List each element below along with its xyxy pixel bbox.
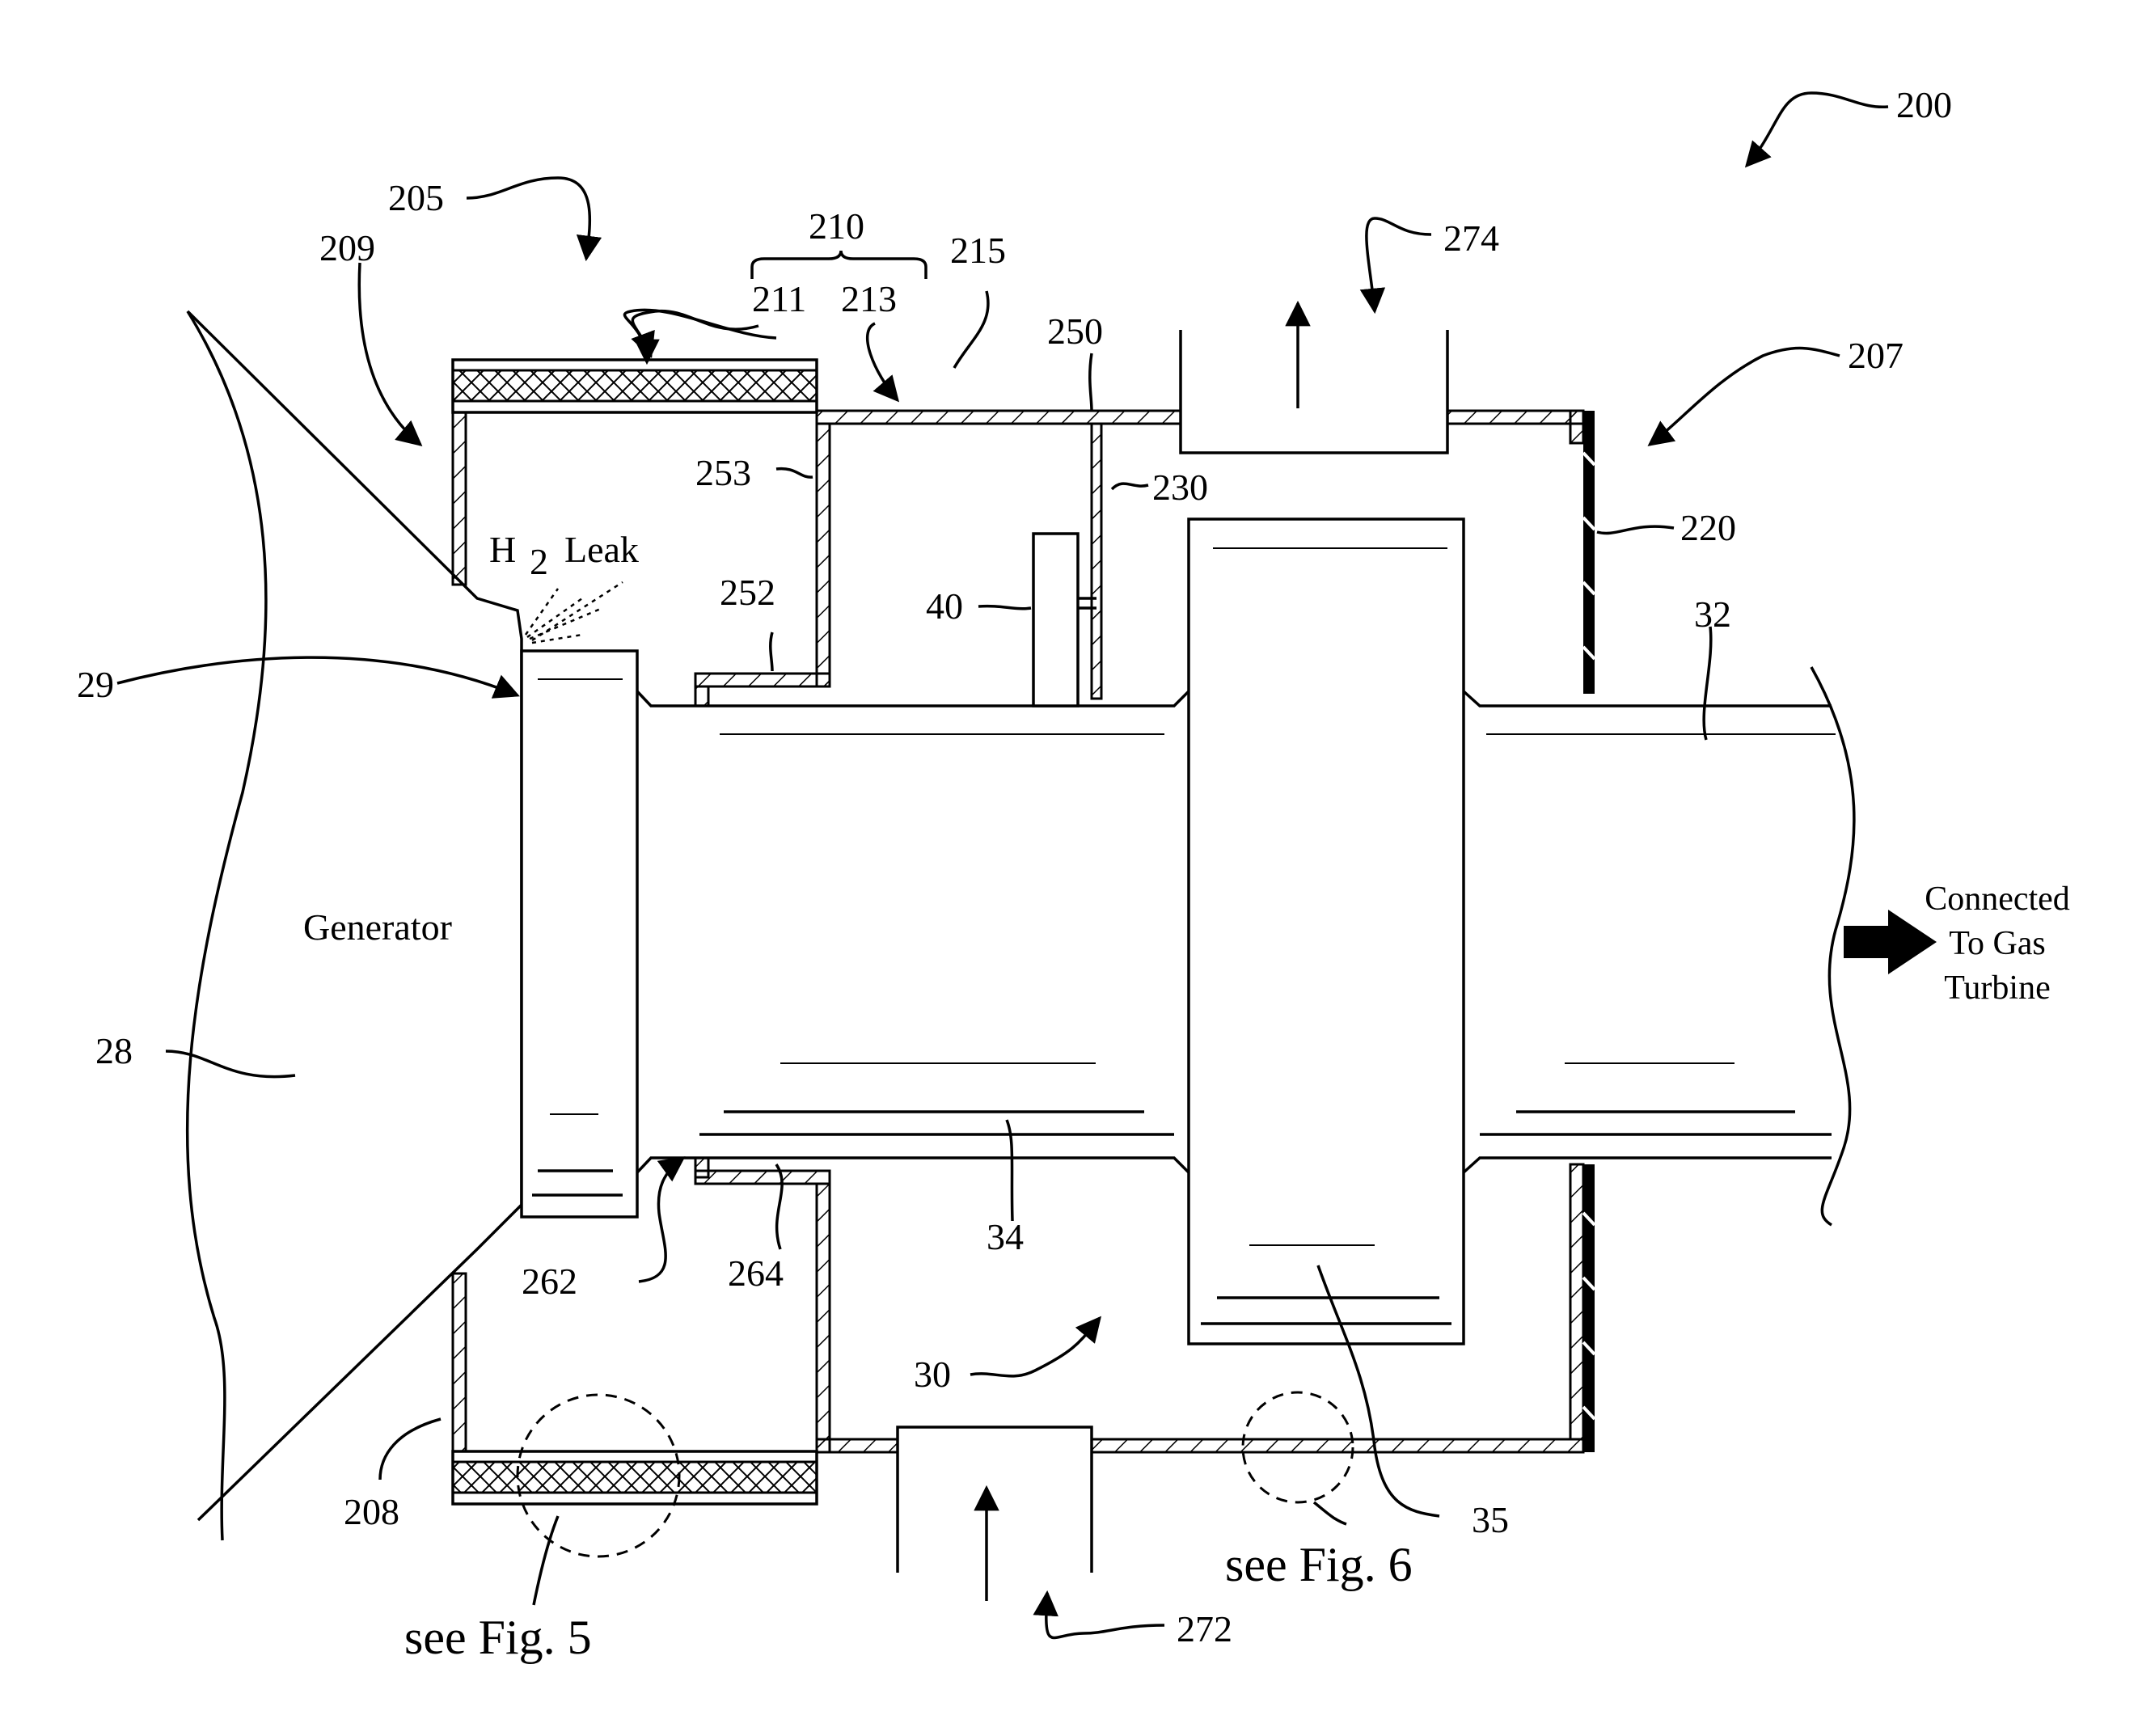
leak-dashes: [526, 582, 623, 643]
label-205: 205: [388, 177, 444, 218]
label-230: 230: [1152, 467, 1208, 508]
label-215: 215: [950, 230, 1006, 271]
label-200: 200: [1896, 84, 1952, 125]
leader-lines: [117, 93, 1888, 1638]
label-220: 220: [1680, 507, 1736, 548]
connected-line2: To Gas: [1949, 925, 2046, 962]
label-262: 262: [522, 1261, 577, 1302]
label-30: 30: [914, 1354, 951, 1395]
label-29: 29: [77, 664, 114, 705]
flange-29: [522, 651, 637, 1217]
label-274: 274: [1443, 218, 1499, 259]
probe-40: [1033, 534, 1096, 706]
label-208: 208: [344, 1491, 399, 1532]
leak-label: Leak: [564, 529, 639, 570]
label-264: 264: [728, 1252, 784, 1294]
label-250: 250: [1047, 310, 1103, 352]
h2-subscript: 2: [530, 541, 548, 582]
label-28: 28: [95, 1030, 133, 1071]
label-211: 211: [752, 278, 806, 319]
label-207: 207: [1848, 335, 1903, 376]
generator-label: Generator: [303, 906, 452, 948]
brace-210: [752, 251, 926, 279]
h2-label: H: [489, 529, 516, 570]
label-213: 213: [841, 278, 897, 319]
see-fig6-label: see Fig. 6: [1225, 1538, 1413, 1591]
connected-line1: Connected: [1925, 881, 2070, 918]
connected-line3: Turbine: [1944, 969, 2050, 1007]
label-272: 272: [1177, 1608, 1232, 1649]
label-253: 253: [695, 452, 751, 493]
label-32: 32: [1694, 593, 1731, 635]
see-fig5-label: see Fig. 5: [404, 1611, 592, 1664]
arrow-right-icon: [1844, 910, 1937, 974]
label-35: 35: [1472, 1499, 1509, 1540]
label-210: 210: [809, 205, 864, 247]
label-40: 40: [926, 585, 963, 627]
label-252: 252: [720, 572, 775, 613]
label-209: 209: [319, 227, 375, 268]
collar-35: [1189, 519, 1464, 1344]
label-34: 34: [987, 1216, 1024, 1257]
